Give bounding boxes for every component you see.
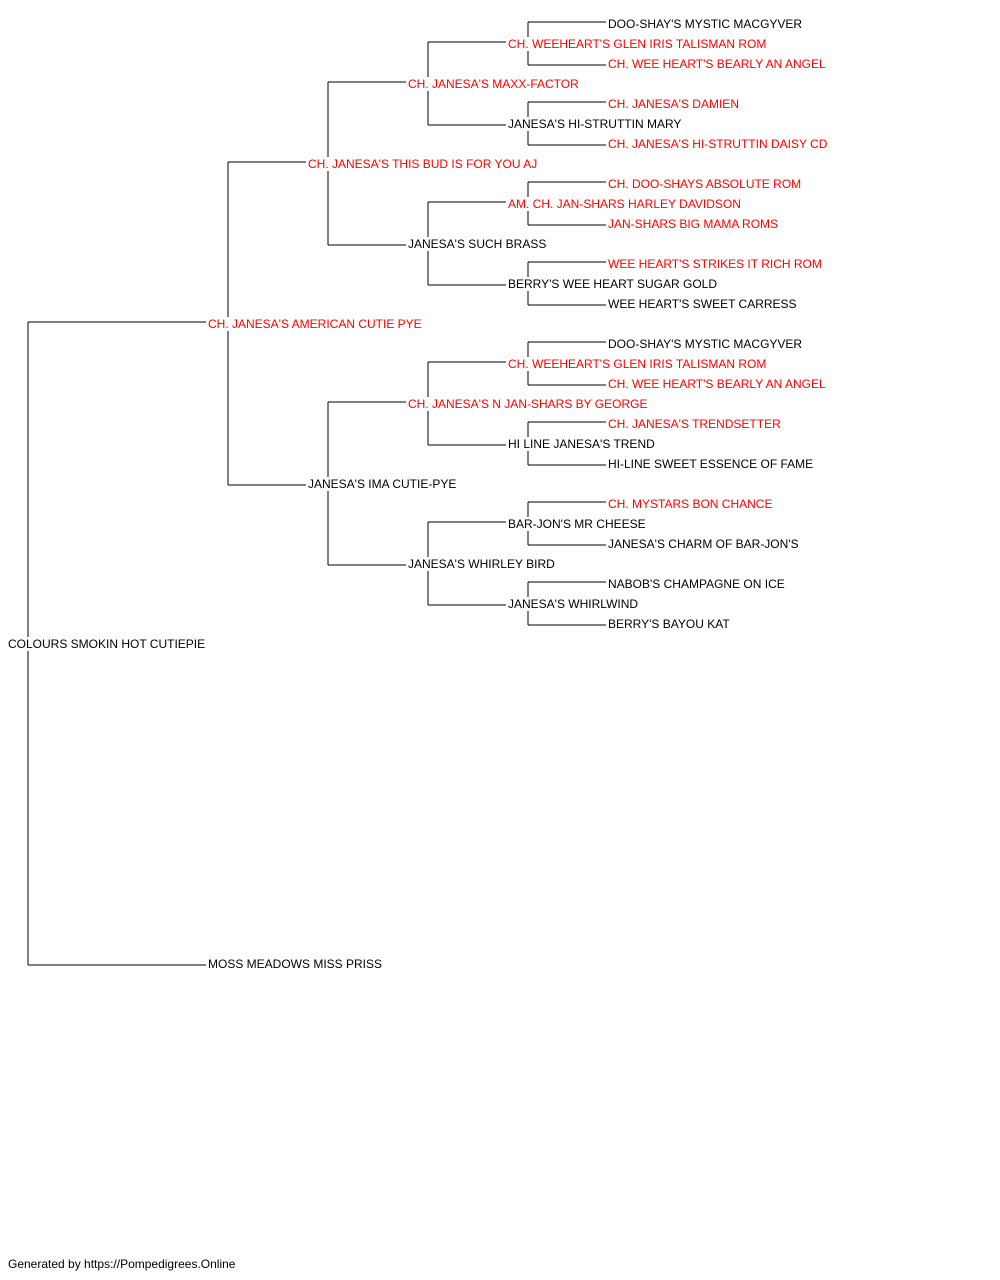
ancestor-gen5-name: CH. JANESA'S HI-STRUTTIN DAISY CD <box>606 137 830 151</box>
ancestor-gen4-name: JANESA'S HI-STRUTTIN MARY <box>506 117 684 131</box>
ancestor-gen4-name: CH. WEEHEART'S GLEN IRIS TALISMAN ROM <box>506 37 769 51</box>
ancestor-gen3-name: JANESA'S WHIRLEY BIRD <box>406 557 557 571</box>
sire-name: CH. JANESA'S AMERICAN CUTIE PYE <box>206 317 424 331</box>
ancestor-gen5-name: CH. JANESA'S TRENDSETTER <box>606 417 783 431</box>
ancestor-gen5-name: HI-LINE SWEET ESSENCE OF FAME <box>606 457 816 471</box>
ancestor-gen5-name: NABOB'S CHAMPAGNE ON ICE <box>606 577 787 591</box>
ancestor-gen5-name: WEE HEART'S STRIKES IT RICH ROM <box>606 257 824 271</box>
subject-dog-name: COLOURS SMOKIN HOT CUTIEPIE <box>6 637 208 651</box>
ancestor-gen3-name: CH. JANESA'S MAXX-FACTOR <box>406 77 581 91</box>
ancestor-gen5-name: DOO-SHAY'S MYSTIC MACGYVER <box>606 337 805 351</box>
ancestor-gen4-name: BAR-JON'S MR CHEESE <box>506 517 648 531</box>
ancestor-gen5-name: CH. JANESA'S DAMIEN <box>606 97 741 111</box>
generated-by-footer: Generated by https://Pompedigrees.Online <box>8 1257 236 1271</box>
ancestor-gen4-name: AM. CH. JAN-SHARS HARLEY DAVIDSON <box>506 197 743 211</box>
ancestor-gen5-name: CH. MYSTARS BON CHANCE <box>606 497 775 511</box>
sires-sire-name: CH. JANESA'S THIS BUD IS FOR YOU AJ <box>306 157 540 171</box>
sires-dam-name: JANESA'S IMA CUTIE-PYE <box>306 477 459 491</box>
ancestor-gen5-name: WEE HEART'S SWEET CARRESS <box>606 297 799 311</box>
ancestor-gen5-name: DOO-SHAY'S MYSTIC MACGYVER <box>606 17 805 31</box>
ancestor-gen5-name: CH. WEE HEART'S BEARLY AN ANGEL <box>606 377 828 391</box>
ancestor-gen5-name: BERRY'S BAYOU KAT <box>606 617 732 631</box>
dam-name: MOSS MEADOWS MISS PRISS <box>206 957 385 971</box>
ancestor-gen4-name: CH. WEEHEART'S GLEN IRIS TALISMAN ROM <box>506 357 769 371</box>
ancestor-gen5-name: JANESA'S CHARM OF BAR-JON'S <box>606 537 801 551</box>
ancestor-gen3-name: JANESA'S SUCH BRASS <box>406 237 549 251</box>
ancestor-gen3-name: CH. JANESA'S N JAN-SHARS BY GEORGE <box>406 397 650 411</box>
ancestor-gen4-name: JANESA'S WHIRLWIND <box>506 597 641 611</box>
ancestor-gen5-name: CH. DOO-SHAYS ABSOLUTE ROM <box>606 177 804 191</box>
ancestor-gen5-name: CH. WEE HEART'S BEARLY AN ANGEL <box>606 57 828 71</box>
ancestor-gen5-name: JAN-SHARS BIG MAMA ROMS <box>606 217 781 231</box>
ancestor-gen4-name: BERRY'S WEE HEART SUGAR GOLD <box>506 277 720 291</box>
ancestor-gen4-name: HI LINE JANESA'S TREND <box>506 437 657 451</box>
